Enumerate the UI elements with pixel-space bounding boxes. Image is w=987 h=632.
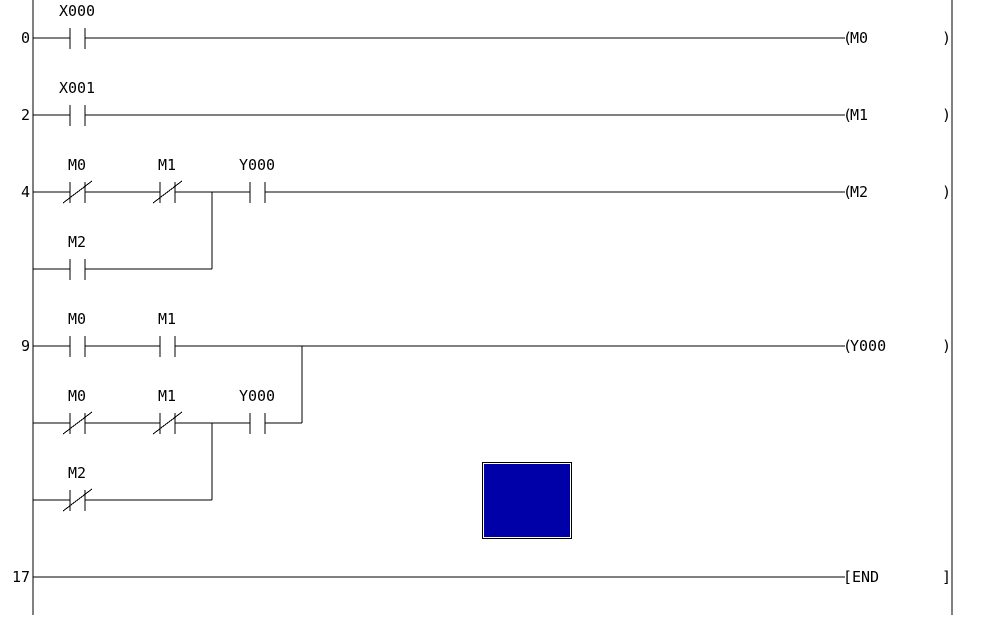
- contact-no[interactable]: [249, 413, 266, 434]
- contact-no[interactable]: [69, 105, 86, 126]
- contact-nc[interactable]: [62, 411, 93, 435]
- coil-open-bracket: [: [843, 568, 852, 586]
- coil-label: M2: [850, 183, 868, 201]
- contact-label: X001: [59, 79, 95, 97]
- contact-label: Y000: [239, 387, 275, 405]
- contact-nc[interactable]: [152, 180, 183, 204]
- end-instruction[interactable]: [ END ]: [843, 568, 951, 586]
- contact-label: M2: [68, 233, 86, 251]
- contact-label: M1: [158, 387, 176, 405]
- contact-label: M1: [158, 156, 176, 174]
- coil-label: M0: [850, 29, 868, 47]
- contact-nc[interactable]: [62, 488, 93, 512]
- step-number: 0: [21, 29, 30, 47]
- contact-nc[interactable]: [62, 180, 93, 204]
- coil-open-bracket: (: [843, 183, 852, 201]
- coil[interactable]: ( Y000 ): [843, 337, 951, 355]
- coil[interactable]: ( M1 ): [843, 106, 951, 124]
- contact-label: M0: [68, 387, 86, 405]
- coil-close-bracket: ): [942, 106, 951, 124]
- contact-no[interactable]: [69, 336, 86, 357]
- coil-open-bracket: (: [843, 337, 852, 355]
- step-number: 4: [21, 183, 30, 201]
- coil-label: Y000: [850, 337, 886, 355]
- coil[interactable]: ( M2 ): [843, 183, 951, 201]
- contact-label: M2: [68, 464, 86, 482]
- contact-no[interactable]: [159, 336, 176, 357]
- contact-no[interactable]: [249, 182, 266, 203]
- coil-label: END: [852, 568, 879, 586]
- step-number: 2: [21, 106, 30, 124]
- editor-cursor[interactable]: [482, 462, 572, 539]
- step-number: 9: [21, 337, 30, 355]
- coil-close-bracket: ): [942, 183, 951, 201]
- coil-close-bracket: ): [942, 29, 951, 47]
- coil[interactable]: ( M0 ): [843, 29, 951, 47]
- contact-label: X000: [59, 2, 95, 20]
- contact-no[interactable]: [69, 259, 86, 280]
- contact-no[interactable]: [69, 28, 86, 49]
- coil-label: M1: [850, 106, 868, 124]
- coil-close-bracket: ]: [942, 568, 951, 586]
- coil-open-bracket: (: [843, 29, 852, 47]
- coil-close-bracket: ): [942, 337, 951, 355]
- contact-label: M0: [68, 156, 86, 174]
- step-number: 17: [12, 568, 30, 586]
- contact-label: M0: [68, 310, 86, 328]
- contact-label: M1: [158, 310, 176, 328]
- contact-label: Y000: [239, 156, 275, 174]
- contact-nc[interactable]: [152, 411, 183, 435]
- coil-open-bracket: (: [843, 106, 852, 124]
